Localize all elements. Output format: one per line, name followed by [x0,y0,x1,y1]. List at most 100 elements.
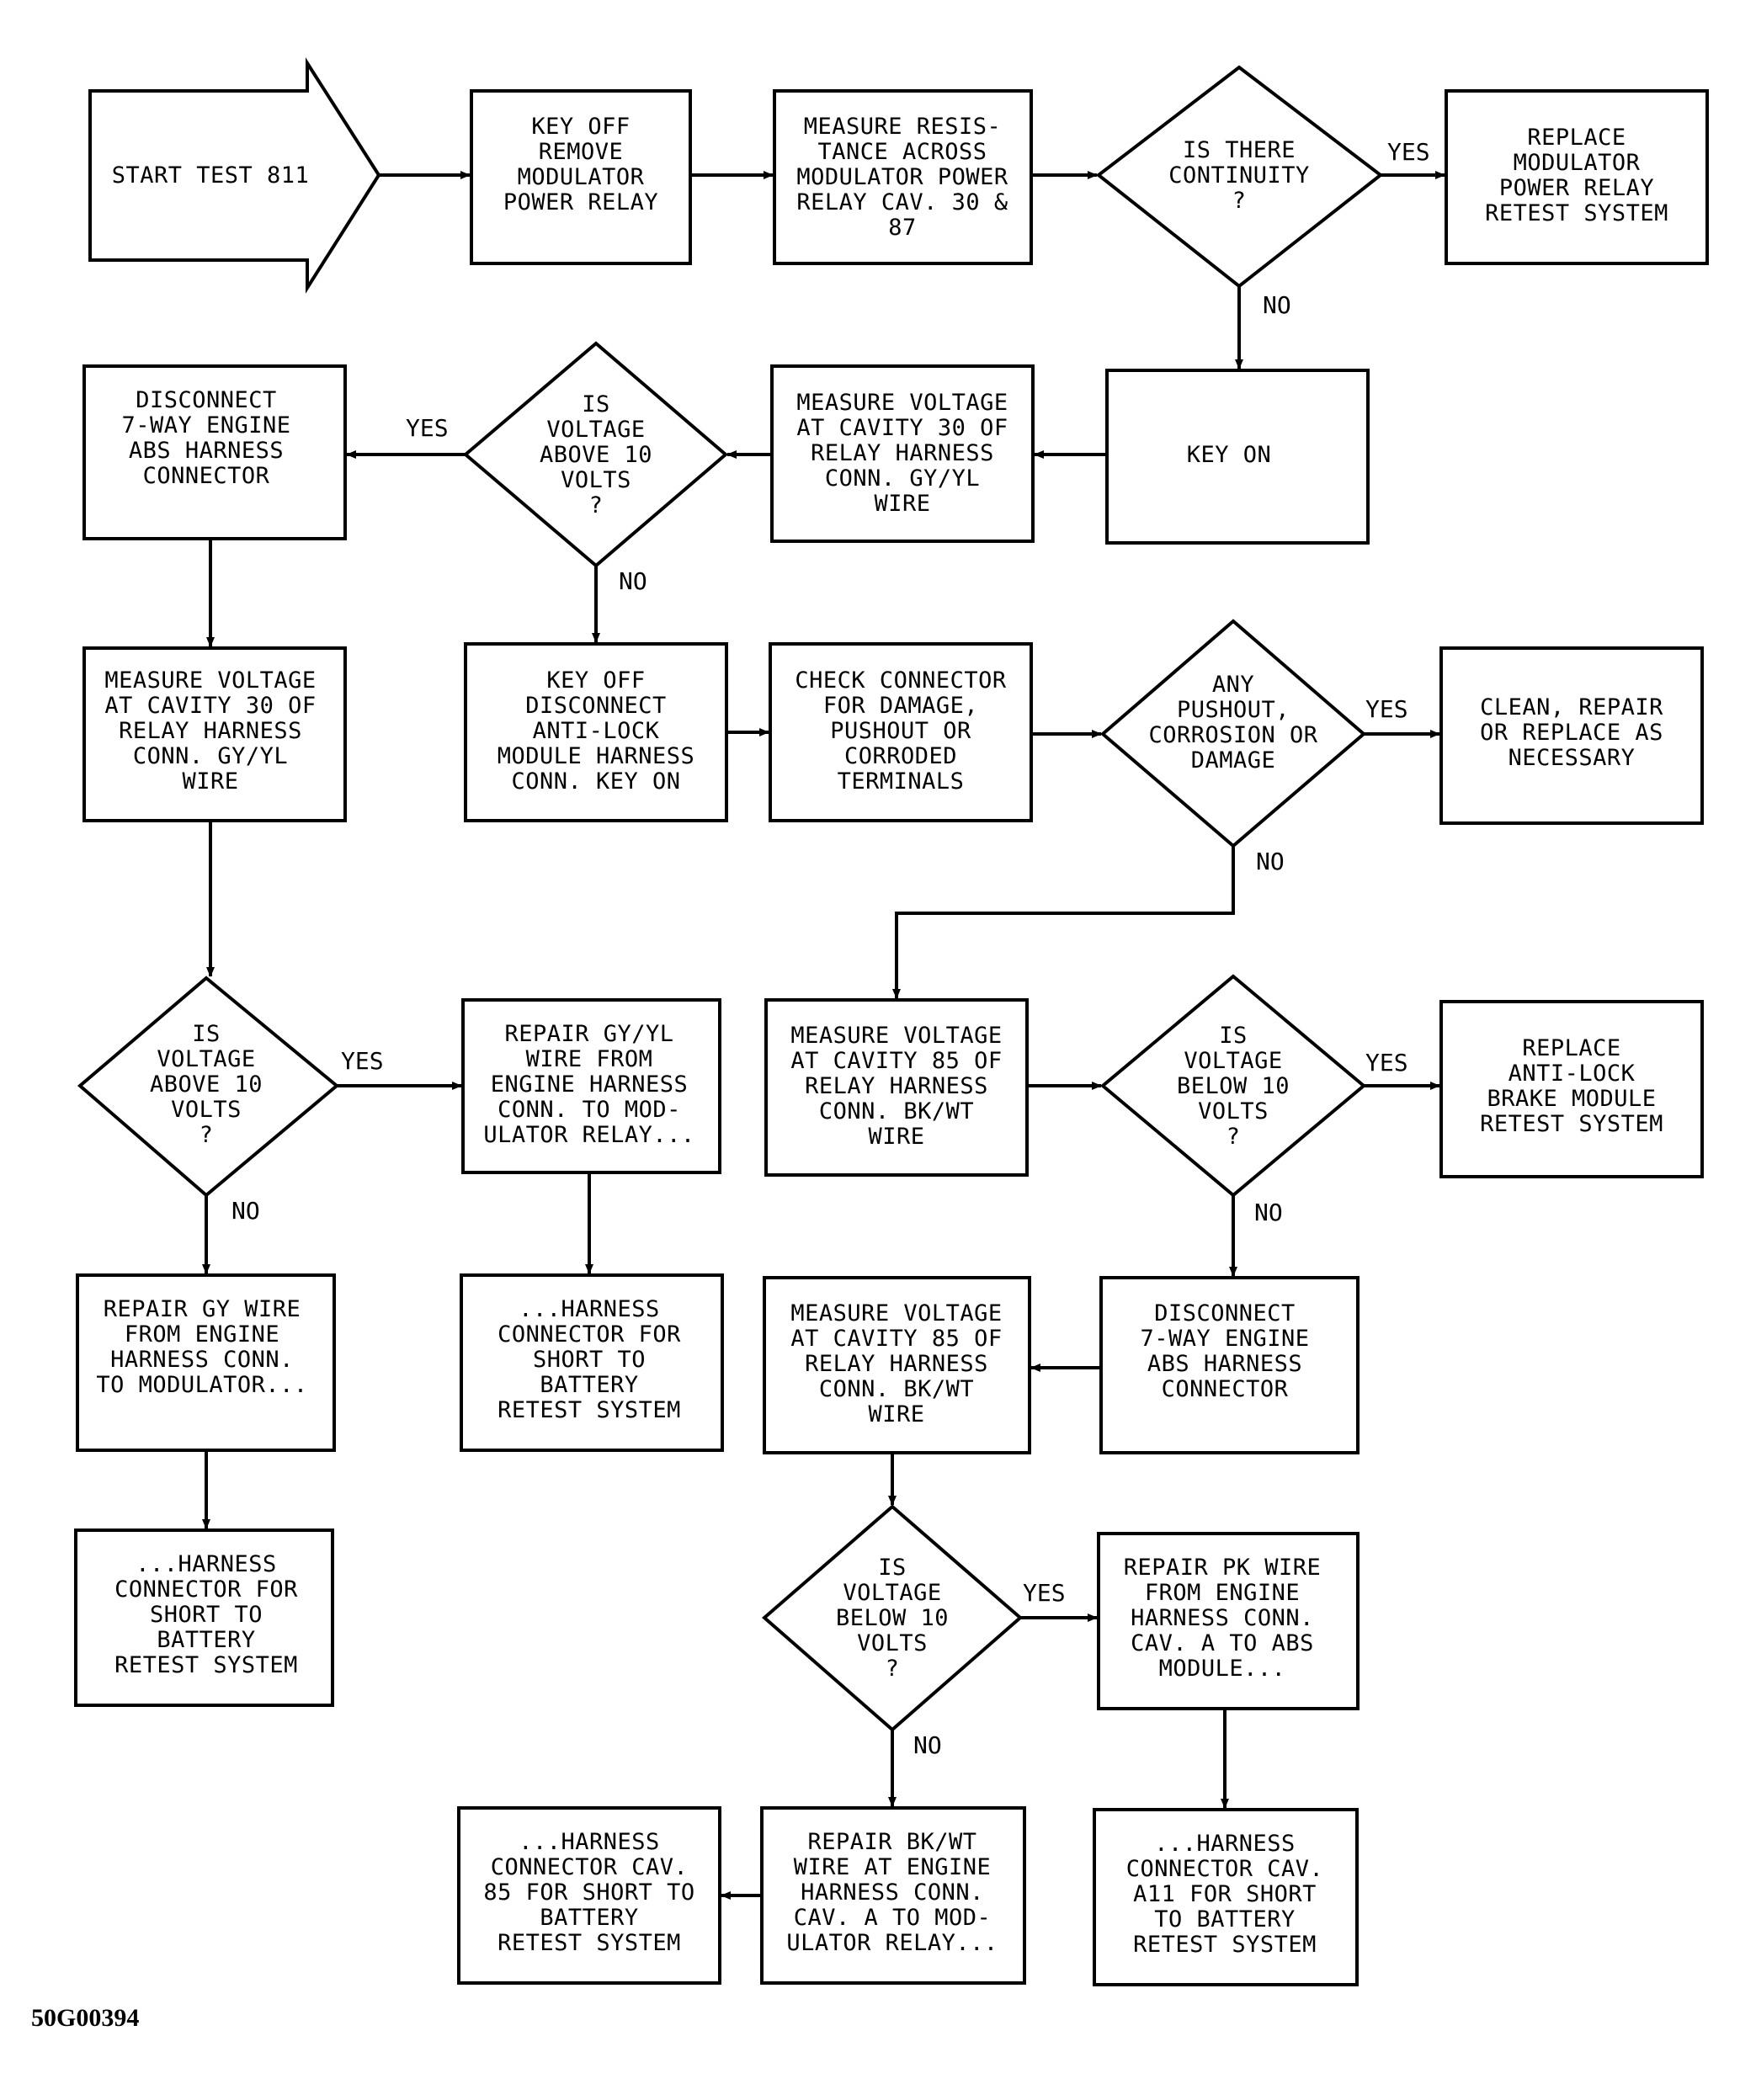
node-text-line: IS [1219,1023,1248,1049]
node-text-line: AT CAVITY 30 OF [796,415,1008,441]
node-text-line: SHORT TO [150,1602,263,1628]
node-text-line: FROM ENGINE [125,1321,279,1348]
node-key-off-disconnect-module [464,642,728,822]
node-text-line: ...HARNESS [136,1551,277,1577]
node-text-line: RETEST SYSTEM [1480,1111,1663,1137]
node-text-line: BATTERY [540,1905,638,1931]
node-text-line: CONNECTOR [143,463,270,489]
node-text-line: ULATOR RELAY... [483,1122,694,1148]
node-text-line: BELOW 10 [1177,1073,1290,1099]
node-key-on-text: KEY ON [1187,442,1272,468]
node-text-line: VOLTS [857,1630,928,1656]
node-harness-a11-short [1093,1808,1359,1986]
node-text-line: AT CAVITY 85 OF [790,1048,1002,1074]
node-text-line: TO BATTERY [1154,1906,1296,1933]
node-text-line: IS [192,1021,221,1047]
node-key-off-remove-relay [470,89,692,265]
node-text-line: PUSHOUT OR [830,718,971,744]
node-text-line: MEASURE VOLTAGE [104,667,316,694]
node-text-line: ANTI-LOCK [1509,1061,1636,1087]
node-text-line: SHORT TO [533,1347,646,1373]
node-text-line: CONNECTOR FOR [498,1321,681,1348]
node-text-line: RELAY HARNESS [811,440,994,466]
node-text-line: VOLTS [1198,1098,1269,1124]
label-yes-d4: YES [341,1047,384,1075]
node-text-line: CAV. A TO ABS [1131,1630,1314,1656]
node-text-line: WIRE [874,491,930,517]
node-text-line: CONTINUITY [1168,162,1310,189]
node-text-line: VOLTAGE [157,1046,255,1072]
node-text-line: REPLACE [1527,125,1626,151]
node-repair-gy-yl-wire [461,998,721,1174]
node-text-line: FROM ENGINE [1145,1580,1300,1606]
node-text-line: TERMINALS [838,768,965,795]
node-text-line: VOLTAGE [1184,1048,1282,1074]
node-text-line: OR REPLACE AS [1480,720,1663,746]
node-text-line: HARNESS CONN. [1131,1605,1314,1631]
node-text-line: MEASURE RESIS- [804,114,1002,140]
start-arrow [88,57,381,294]
label-yes-d3: YES [1365,695,1408,723]
node-harness-short-b [74,1528,334,1707]
node-text-line: VOLTAGE [843,1580,941,1606]
node-text-line: ? [886,1656,900,1682]
figure-id: 50G00394 [31,2004,139,2032]
node-text-line: WIRE [868,1124,924,1150]
node-text-line: WIRE AT ENGINE [794,1854,992,1880]
node-text-line: BRAKE MODULE [1487,1086,1656,1112]
label-yes-d5: YES [1365,1049,1408,1077]
node-text-line: REPAIR GY WIRE [104,1296,301,1322]
node-text-line: POWER RELAY [503,189,658,215]
node-repair-gy-wire [76,1273,336,1452]
node-text-line: CONNECTOR CAV. [491,1854,689,1880]
node-text-line: WIRE [182,768,238,795]
node-text-line: CONN. BK/WT [819,1098,974,1124]
node-text-line: DAMAGE [1191,747,1276,774]
node-text-line: CONN. GY/YL [133,743,288,769]
node-text-line: START TEST 811 [112,162,310,189]
label-no-d6: NO [913,1731,942,1759]
node-text-line: A11 FOR SHORT [1133,1881,1317,1907]
node-text-line: REPAIR GY/YL [504,1021,673,1047]
node-text-line: MEASURE VOLTAGE [796,390,1008,416]
node-text-line: CONN. TO MOD- [498,1097,681,1123]
label-yes-d1: YES [1387,138,1430,166]
node-text-line: RETEST SYSTEM [1485,200,1668,226]
node-text-line: REPAIR BK/WT [807,1829,976,1855]
node-text-line: CAV. A TO MOD- [794,1905,992,1931]
node-text-line: 7-WAY ENGINE [1140,1326,1309,1352]
node-text-line: BELOW 10 [836,1605,949,1631]
node-text-line: MODULATOR [1514,150,1641,176]
node-text-line: TANCE ACROSS [817,139,987,165]
node-text-line: 87 [888,215,917,241]
node-text-line: CONN. GY/YL [825,465,980,492]
label-no-d4: NO [231,1197,260,1225]
node-text-line: DISCONNECT [136,387,277,413]
node-text-line: ? [1232,188,1247,214]
node-text-line: PUSHOUT, [1177,697,1290,723]
node-text-line: DISCONNECT [525,693,667,719]
node-text-line: RETEST SYSTEM [1133,1932,1317,1958]
node-text-line: DISCONNECT [1154,1300,1296,1326]
node-text-line: HARNESS CONN. [110,1347,294,1373]
node-text-line: RETEST SYSTEM [498,1397,681,1423]
node-measure-resistance [773,89,1033,265]
node-text-line: KEY OFF [546,667,645,694]
node-text-line: RELAY HARNESS [119,718,302,744]
label-yes-d6: YES [1023,1579,1066,1607]
node-harness-cav85-short [457,1806,721,1985]
